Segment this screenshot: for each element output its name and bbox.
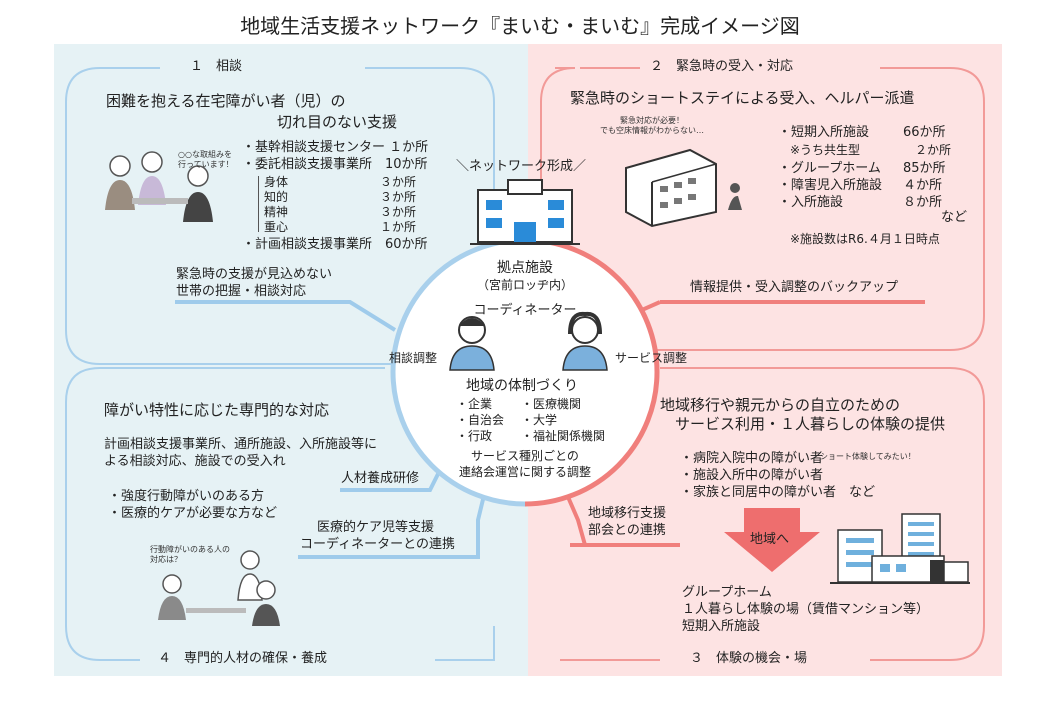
community-housing-icon (830, 513, 970, 584)
facility-name-1: ・短期入所施設 (778, 125, 870, 140)
section-3-link-2: 部会との連携 (588, 523, 666, 538)
facility-count-5: ８か所 (903, 195, 943, 210)
section-3-link-1: 地域移行支援 (588, 506, 667, 521)
coordinator-female-icon (562, 311, 608, 371)
facility-count-1: 66か所 (903, 125, 946, 140)
section-2-title: ２ 緊急時の受入・対応 (650, 59, 794, 74)
counseling-people-icon (105, 151, 213, 222)
section-3-place-3: 短期入所施設 (682, 619, 761, 634)
facility-name-3: ・グループホーム (778, 161, 881, 176)
hub-name: 拠点施設 (497, 260, 553, 276)
facility-count-2: ２か所 (915, 143, 952, 157)
liaison-line-2: 連絡会運営に関する調整 (458, 465, 591, 479)
facility-count-3: 85か所 (903, 161, 946, 176)
facility-name-4: ・障害児入所施設 (778, 178, 883, 193)
page-title: 地域生活支援ネットワーク『まいむ・まいむ』完成イメージ図 (240, 14, 800, 38)
facility-count-4: ４か所 (903, 178, 943, 193)
system-left-3: ・行政 (456, 429, 493, 443)
section-1-sub-label-1: 身体 (264, 175, 289, 189)
system-left-2: ・自治会 (456, 413, 505, 427)
liaison-line-1: サービス種別ごとの (471, 449, 579, 463)
section-3-heading-2: サービス利用・１人暮らしの体験の提供 (675, 415, 946, 433)
specialist-consultation-icon (158, 550, 280, 626)
facility-etc: など (941, 210, 968, 225)
section-4-bubble: 行動障がいのある人の 対応は？ (150, 545, 230, 564)
section-4-coord-link-2: コーディネーターとの連携 (300, 537, 455, 552)
section-4-title: ４ 専門的人材の確保・養成 (158, 651, 328, 666)
short-stay-facility-icon (625, 148, 742, 228)
section-2-bubble: 緊急対応が必要！ でも空床情報がわからない… (600, 116, 704, 135)
section-1-bubble: ○○な取組みを 行っています！ (178, 150, 234, 169)
facility-name-2: ※うち共生型 (778, 143, 861, 157)
consult-adjust-label: 相談調整 (389, 351, 438, 365)
service-adjust-label: サービス調整 (615, 351, 688, 365)
section-1-sub-label-3: 精神 (264, 205, 289, 219)
section-3-place-2: １人暮らし体験の場（賃借マンション等） (682, 602, 930, 617)
section-1-link-1: 緊急時の支援が見込めない (176, 267, 333, 282)
section-1-sub-value-4: １か所 (380, 220, 417, 234)
section-2-link: 情報提供・受入調整のバックアップ (690, 280, 899, 295)
to-community-label: 地域へ (750, 532, 790, 547)
section-4-desc-2: よる相談対応、施設での受入れ (104, 454, 286, 469)
system-left-1: ・企業 (456, 397, 493, 411)
section-1-bracket (258, 176, 259, 232)
coordinator-male-icon (449, 316, 495, 371)
section-1-sub-value-3: ３か所 (380, 205, 417, 219)
section-3-item-3: ・家族と同居中の障がい者 など (680, 485, 876, 500)
section-2-heading: 緊急時のショートステイによる受入、ヘルパー派遣 (570, 89, 915, 107)
coordinator-label: コーディネーター (473, 303, 577, 318)
section-1-heading-2: 切れ目のない支援 (277, 113, 398, 131)
section-4-item-1: ・強度行動障がいのある方 (108, 489, 265, 504)
section-1-sub-label-2: 知的 (264, 190, 289, 204)
section-4-desc-1: 計画相談支援事業所、通所施設、入所施設等に (104, 437, 378, 452)
system-right-2: ・大学 (521, 413, 558, 427)
section-3-place-1: グループホーム (682, 585, 772, 600)
section-3-title: ３ 体験の機会・場 (690, 651, 808, 666)
section-1-heading-1: 困難を抱える在宅障がい者（児）の (106, 92, 346, 110)
section-1-link-2: 世帯の把握・相談対応 (176, 284, 307, 299)
facility-note: ※施設数はR6.４月１日時点 (790, 232, 940, 246)
system-right-1: ・医療機関 (521, 397, 582, 411)
section-4-heading: 障がい特性に応じた専門的な対応 (104, 401, 330, 419)
section-1-sub-value-2: ３か所 (380, 190, 417, 204)
to-community-arrow (724, 508, 820, 572)
section-1-title: １ 相談 (190, 59, 243, 74)
section-4-training-link: 人材養成研修 (341, 471, 420, 486)
section-1-item-2: ・委託相談支援事業所 10か所 (242, 157, 428, 172)
section-1-item-1: ・基幹相談支援センター １か所 (242, 140, 429, 155)
system-title: 地域の体制づくり (466, 378, 578, 394)
section-1-item-3: ・計画相談支援事業所 60か所 (242, 237, 428, 252)
hub-location: （宮前ロッヂ内） (476, 278, 573, 292)
section-1-sub-label-4: 重心 (264, 220, 289, 234)
section-4-item-2: ・医療的ケアが必要な方など (108, 506, 278, 521)
network-label: ＼ネットワーク形成／ (456, 159, 587, 174)
system-right-3: ・福祉関係機関 (521, 429, 606, 443)
hub-building-icon (470, 179, 580, 245)
section-3-bubble: ショート体験してみたい！ (820, 452, 916, 461)
section-4-coord-link-1: 医療的ケア児等支援 (317, 520, 435, 535)
facility-name-5: ・入所施設 (778, 195, 844, 210)
section-3-item-1: ・病院入院中の障がい者 (680, 451, 824, 466)
section-1-sub-value-1: ３か所 (380, 175, 417, 189)
section-3-heading-1: 地域移行や親元からの自立のための (660, 396, 901, 414)
section-3-item-2: ・施設入所中の障がい者 (680, 468, 824, 483)
